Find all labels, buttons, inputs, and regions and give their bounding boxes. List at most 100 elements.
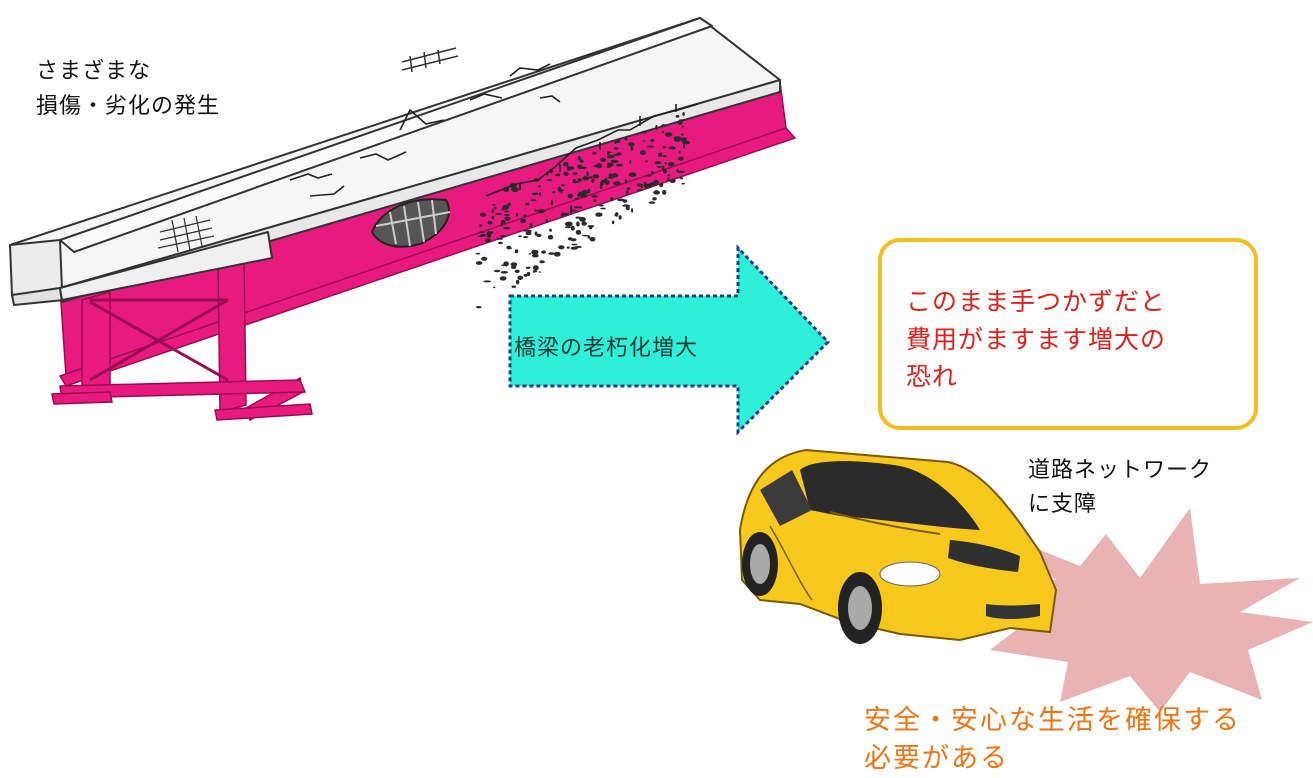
corrosion-spot xyxy=(604,178,608,181)
corrosion-spot xyxy=(475,252,481,255)
corrosion-spot xyxy=(555,173,561,177)
corrosion-spot xyxy=(640,150,646,156)
damage-label: さまざまな 損傷・劣化の発生 xyxy=(34,54,227,125)
corrosion-spot xyxy=(503,213,510,216)
corrosion-spot xyxy=(574,206,580,209)
corrosion-spot xyxy=(499,276,507,281)
corrosion-spot xyxy=(682,140,691,145)
corrosion-spot xyxy=(531,192,539,196)
progress-arrow xyxy=(508,244,831,436)
corrosion-spot xyxy=(604,180,610,186)
corrosion-spot xyxy=(531,253,539,258)
corrosion-spot xyxy=(593,199,597,203)
corrosion-spot xyxy=(574,197,579,200)
corrosion-spot xyxy=(579,159,584,163)
corrosion-spot xyxy=(483,280,492,283)
corrosion-spot xyxy=(596,163,603,169)
corrosion-spot xyxy=(572,179,577,183)
corrosion-spot xyxy=(577,178,582,182)
corrosion-spot xyxy=(679,177,683,180)
corrosion-spot xyxy=(586,171,589,177)
corrosion-spot xyxy=(650,181,657,186)
corrosion-spot xyxy=(545,218,548,223)
corrosion-spot xyxy=(539,260,545,264)
corrosion-spot xyxy=(579,206,583,209)
corrosion-spot xyxy=(681,125,685,128)
corrosion-spot xyxy=(600,157,607,162)
corrosion-spot xyxy=(642,140,646,142)
corrosion-spot xyxy=(525,231,532,236)
corrosion-spot xyxy=(650,138,655,143)
corrosion-spot xyxy=(563,161,569,167)
corrosion-spot xyxy=(566,246,570,249)
corrosion-spot xyxy=(667,162,675,167)
corrosion-spot xyxy=(582,176,590,181)
corrosion-spot xyxy=(571,243,578,246)
corrosion-spot xyxy=(514,269,520,273)
corrosion-spot xyxy=(610,159,619,163)
corrosion-spot xyxy=(591,195,598,198)
corrosion-spot xyxy=(516,212,519,217)
corrosion-spot xyxy=(560,184,566,187)
corrosion-spot xyxy=(569,205,573,211)
corrosion-spot xyxy=(491,209,495,214)
arrow-label: 橋梁の老朽化増大 xyxy=(514,336,699,361)
corrosion-spot xyxy=(614,214,618,217)
corrosion-spot xyxy=(570,209,573,214)
corrosion-spot xyxy=(611,173,619,178)
corrosion-spot xyxy=(518,235,522,237)
corrosion-spot xyxy=(493,269,501,273)
corrosion-spot xyxy=(567,193,573,199)
corrosion-spot xyxy=(499,235,508,238)
corrosion-spot xyxy=(631,208,634,213)
corrosion-spot xyxy=(538,185,541,188)
corrosion-spot xyxy=(560,212,565,218)
corrosion-spot xyxy=(572,172,578,175)
corrosion-spot xyxy=(546,179,553,182)
corrosion-spot xyxy=(592,151,597,155)
corrosion-spot xyxy=(667,177,670,181)
corrosion-spot xyxy=(570,225,575,231)
corrosion-spot xyxy=(567,165,570,171)
corrosion-spot xyxy=(628,172,637,178)
corrosion-spot xyxy=(661,165,665,170)
corrosion-spot xyxy=(570,238,575,241)
corrosion-spot xyxy=(646,174,652,177)
corrosion-spot xyxy=(587,235,591,239)
corrosion-spot xyxy=(626,187,631,191)
corrosion-spot xyxy=(564,221,573,227)
corrosion-spot xyxy=(678,156,684,161)
corrosion-spot xyxy=(595,212,603,217)
warning-box xyxy=(878,238,1258,430)
corrosion-spot xyxy=(576,221,580,227)
lattice-cracking xyxy=(157,215,215,253)
corrosion-spot xyxy=(677,120,683,125)
corrosion-spot xyxy=(511,285,517,288)
corrosion-spot xyxy=(676,169,679,173)
warning-text: このまま手つかずだと 費用がますます増大の 恐れ xyxy=(906,287,1167,391)
corrosion-spot xyxy=(610,197,614,202)
corrosion-spot xyxy=(682,112,685,116)
corrosion-spot xyxy=(528,253,532,255)
corrosion-spot xyxy=(637,189,644,192)
corrosion-spot xyxy=(525,266,531,269)
starburst-impact-icon xyxy=(990,508,1313,712)
corrosion-spot xyxy=(563,171,569,176)
conclusion-text: 安全・安心な生活を確保する 必要がある xyxy=(864,705,1241,774)
corrosion-spot xyxy=(523,273,528,277)
corrosion-spot xyxy=(641,130,647,134)
corrosion-spot xyxy=(662,189,667,195)
bridge-girder-illustration xyxy=(9,17,797,422)
corrosion-spot xyxy=(502,204,510,210)
corrosion-spot xyxy=(520,218,527,223)
corrosion-spot xyxy=(547,234,554,240)
corrosion-spot xyxy=(667,174,671,177)
corrosion-spot xyxy=(548,252,555,255)
corrosion-spot xyxy=(539,192,542,197)
corrosion-spot xyxy=(622,199,628,203)
corrosion-spot xyxy=(507,202,512,206)
corrosion-spot xyxy=(669,179,676,183)
corrosion-spot xyxy=(523,214,527,218)
corrosion-spot xyxy=(598,204,604,207)
corrosion-spot xyxy=(581,189,589,195)
